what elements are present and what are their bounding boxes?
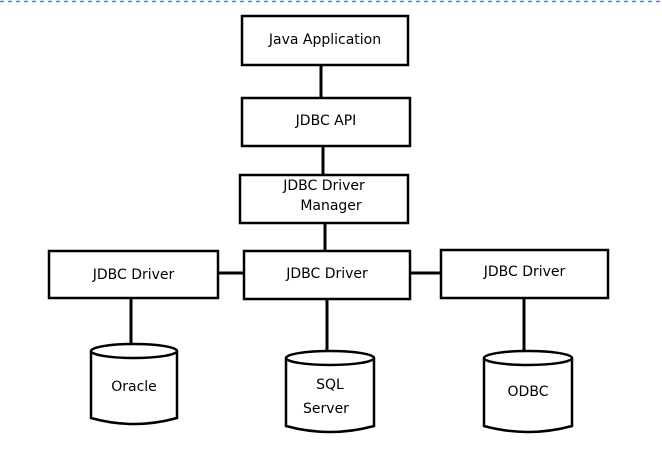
java-application-box — [240, 14, 410, 67]
database-cylinders — [89, 342, 574, 434]
connectors — [129, 65, 526, 352]
oracle-cylinder — [89, 342, 179, 426]
sql-server-cylinder — [284, 349, 376, 434]
jdbc-driver-right-box — [439, 248, 610, 300]
jdbc-driver-left-box — [47, 249, 220, 300]
odbc-cylinder — [482, 349, 574, 434]
boxes — [47, 14, 610, 301]
jdbc-api-box — [240, 96, 412, 148]
jdbc-driver-manager-box — [238, 173, 410, 225]
jdbc-driver-center-box — [242, 249, 412, 301]
